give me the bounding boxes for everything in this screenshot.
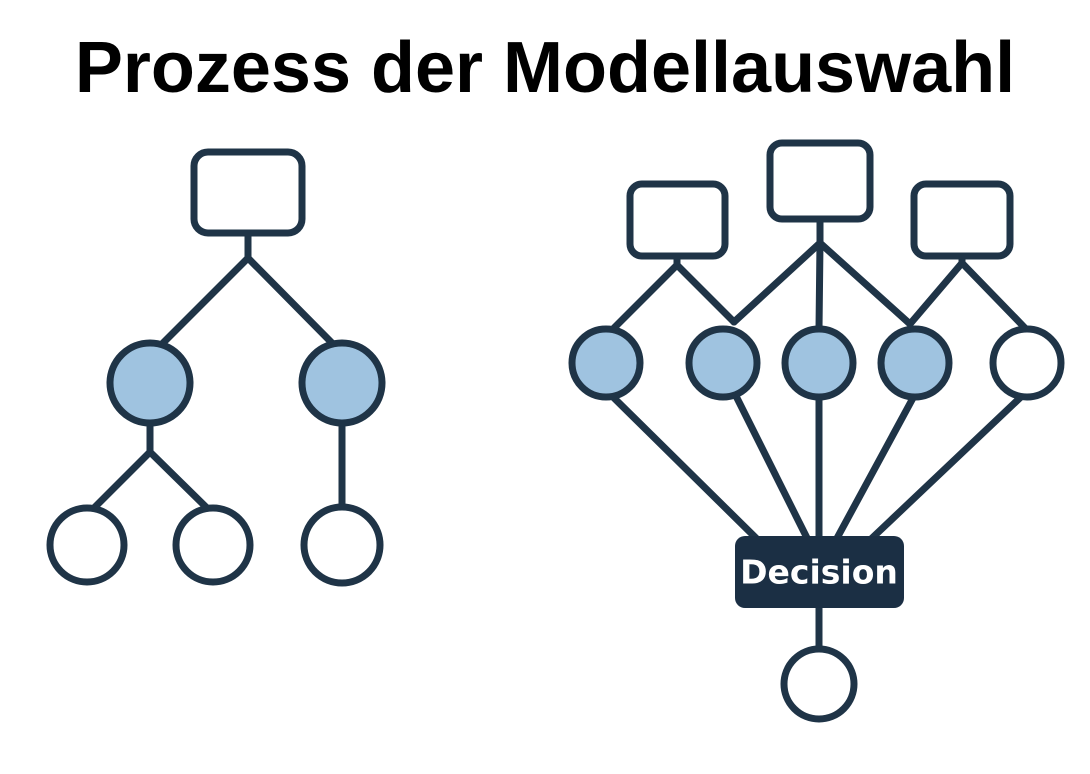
right-edge-box1-to-node2 <box>673 261 738 326</box>
right-tree-edges <box>610 214 1029 654</box>
right-edge-node4-to-decision <box>832 394 917 544</box>
right-edge-node1-to-decision <box>610 394 762 544</box>
decision-label: Decision <box>740 553 898 592</box>
left-level1-node-2 <box>298 339 386 427</box>
right-edge-box2-to-node3 <box>815 239 824 333</box>
decision-output-node <box>780 645 858 723</box>
right-input-box-2 <box>766 139 874 223</box>
right-edge-box2-to-node4 <box>816 239 914 328</box>
left-tree-edges <box>89 229 346 513</box>
left-tree-nodes <box>46 148 386 587</box>
right-edge-node2-to-decision <box>733 394 812 544</box>
left-edge-root-to-node2 <box>244 254 336 347</box>
right-input-box-3 <box>910 180 1014 260</box>
right-edge-box1-to-node1 <box>610 261 681 332</box>
right-edge-box3-to-node4 <box>906 259 966 328</box>
left-level1-node-1 <box>106 339 194 427</box>
left-leaf-node-1 <box>46 504 128 586</box>
right-middle-node-4 <box>877 325 953 401</box>
left-root-box <box>190 148 306 237</box>
right-input-box-1 <box>626 180 729 260</box>
right-middle-node-5 <box>989 325 1065 401</box>
right-edge-box3-to-node5 <box>958 259 1029 332</box>
right-tree-nodes: Decision <box>568 139 1065 723</box>
left-edge-node1-to-leaf2 <box>146 448 212 513</box>
left-leaf-node-2 <box>172 504 254 586</box>
right-middle-node-3 <box>781 325 857 401</box>
right-edge-box2-to-node2 <box>730 239 824 326</box>
left-leaf-node-3 <box>300 503 384 587</box>
left-edge-node1-to-leaf1 <box>89 448 154 513</box>
right-middle-node-2 <box>685 325 761 401</box>
right-edge-node5-to-decision <box>866 392 1026 544</box>
page-title: Prozess der Modellauswahl <box>74 28 1016 108</box>
decision-box <box>735 536 904 608</box>
left-edge-root-to-node1 <box>159 254 252 347</box>
right-middle-node-1 <box>568 325 644 401</box>
